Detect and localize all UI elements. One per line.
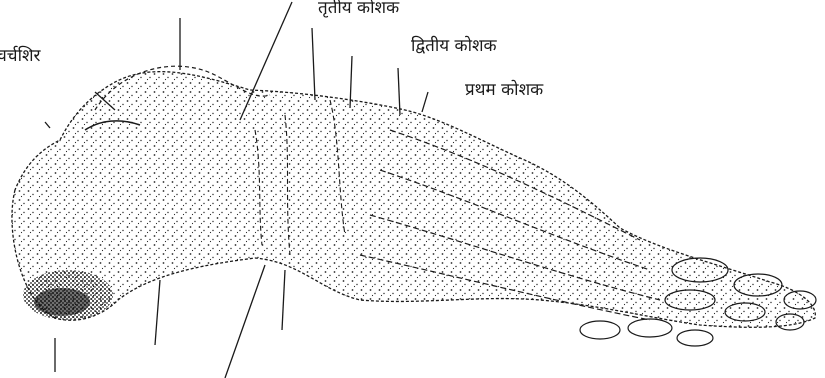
label-first-cuneiform: प्रथम कोशक — [465, 82, 543, 99]
foot-outline — [12, 72, 815, 328]
label-second-cuneiform: द्वितीय कोशक — [411, 38, 497, 55]
label-left-bone: चर्चशिर — [0, 48, 41, 65]
label-third-cuneiform: तृतीय कोशक — [318, 0, 399, 17]
